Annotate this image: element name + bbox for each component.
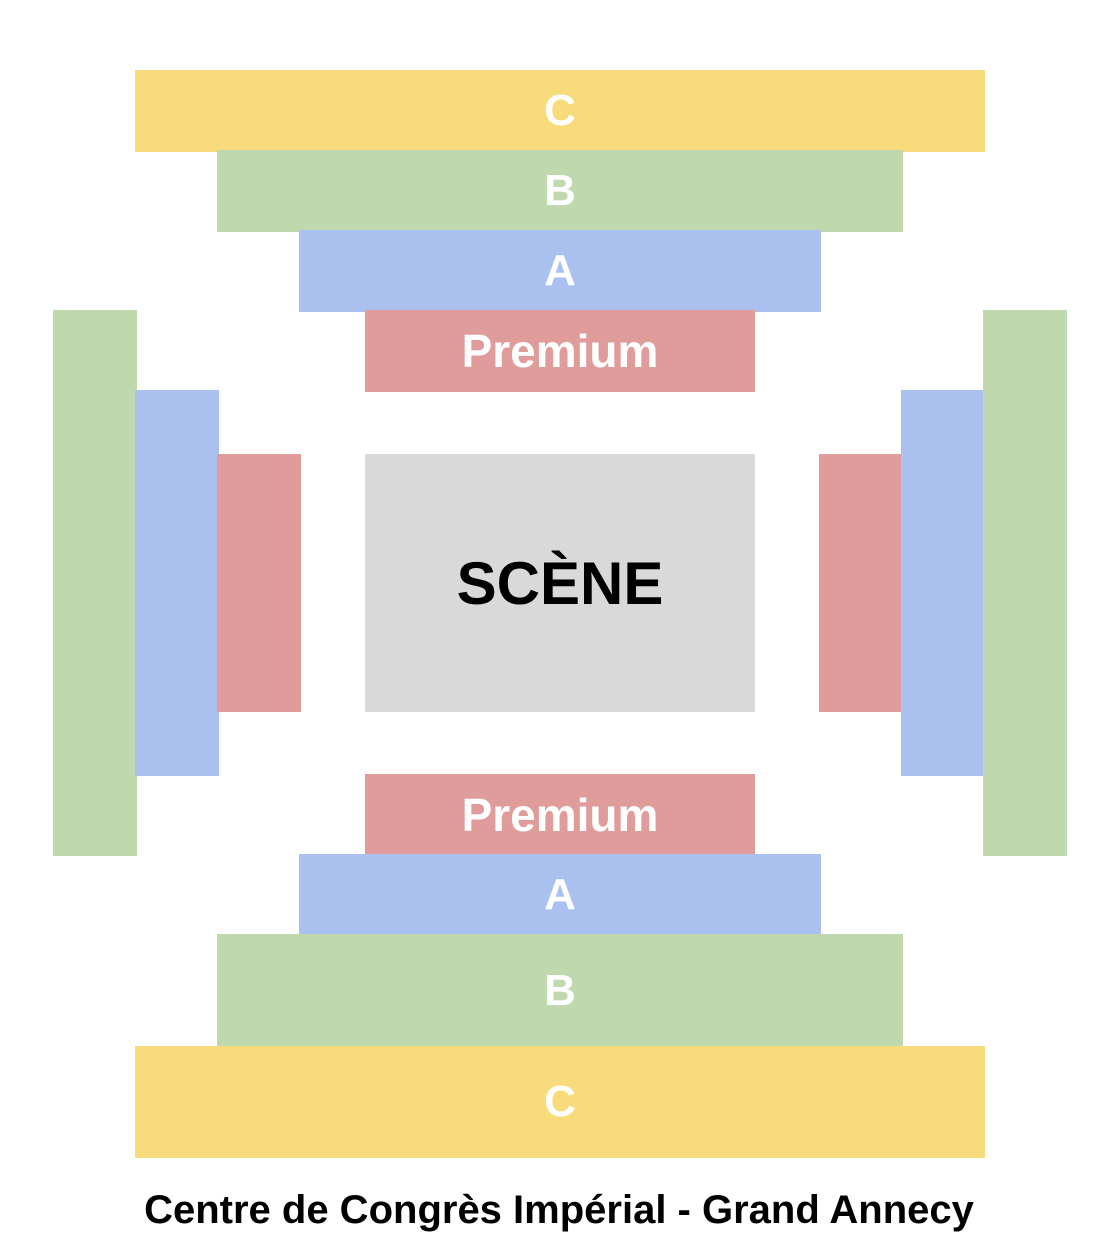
top-zone-a[interactable]: A xyxy=(299,230,821,312)
bottom-zone-premium-label: Premium xyxy=(461,789,659,841)
left-zone-premium[interactable] xyxy=(217,454,301,712)
bottom-zone-c[interactable]: C xyxy=(135,1046,985,1158)
left-zone-a[interactable] xyxy=(135,390,219,776)
right-zone-a[interactable] xyxy=(901,390,985,776)
left-zone-b[interactable] xyxy=(53,310,137,856)
top-zone-b[interactable]: B xyxy=(217,150,903,232)
bottom-zone-premium[interactable]: Premium xyxy=(365,774,755,856)
bottom-zone-b[interactable]: B xyxy=(217,934,903,1048)
venue-caption: Centre de Congrès Impérial - Grand Annec… xyxy=(144,1188,974,1232)
bottom-zone-b-label: B xyxy=(544,966,576,1015)
stage-label: SCÈNE xyxy=(456,549,664,617)
top-zone-a-label: A xyxy=(544,246,576,295)
bottom-zone-a-label: A xyxy=(544,870,576,919)
top-zone-b-label: B xyxy=(544,166,576,215)
top-zone-premium-label: Premium xyxy=(461,325,659,377)
top-zone-c-label: C xyxy=(544,86,576,135)
bottom-zone-a[interactable]: A xyxy=(299,854,821,936)
stage: SCÈNE xyxy=(365,454,755,712)
bottom-zone-c-label: C xyxy=(544,1077,576,1126)
top-zone-premium[interactable]: Premium xyxy=(365,310,755,392)
top-zone-c[interactable]: C xyxy=(135,70,985,152)
right-zone-b[interactable] xyxy=(983,310,1067,856)
right-zone-premium[interactable] xyxy=(819,454,903,712)
